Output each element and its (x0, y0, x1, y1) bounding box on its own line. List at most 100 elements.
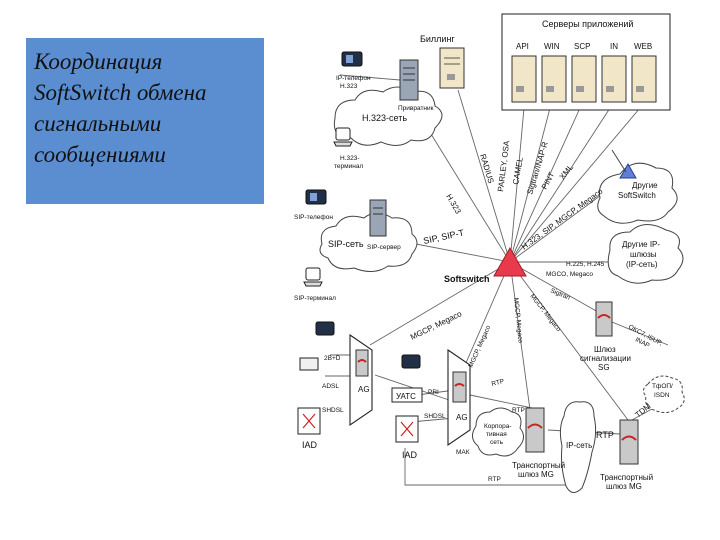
proto-h323: H.323 (444, 193, 463, 216)
iad-icon (297, 407, 321, 435)
server-win: WIN (541, 42, 567, 103)
line-gk (339, 74, 401, 81)
line-mg1 (509, 261, 531, 411)
pstn-isdn: ТфОП/ISDN TDM (634, 375, 685, 420)
line-in (509, 107, 611, 263)
sip-phone-icon (305, 189, 327, 205)
shdsl-label: SHDSL (322, 407, 344, 414)
gatekeeper-label: Привратник (398, 105, 434, 112)
ag-fax-icon (299, 357, 319, 371)
line-web (509, 107, 641, 263)
mak-label: МАК (456, 449, 470, 456)
billing-label: Биллинг (420, 34, 455, 44)
mak-phone-icon (401, 354, 421, 369)
proto-sigtran2: Sigtran (549, 287, 571, 301)
proto-pint: PINT (540, 171, 557, 191)
proto-rtp-2: RTP (512, 407, 525, 414)
line-ag (369, 261, 511, 346)
server-scp-label: SCP (574, 42, 590, 51)
shdsl2-label: SHDSL (424, 413, 446, 420)
server-in-label: IN (610, 42, 618, 51)
ip-network: IP-сеть (559, 401, 597, 493)
proto-sip-sipt: SIP, SIP-T (422, 227, 465, 245)
server-web-label: WEB (634, 42, 652, 51)
softswitch-node: Softswitch (444, 246, 527, 284)
line-rtp4 (404, 448, 580, 486)
line-billing (457, 89, 511, 263)
pri-label: PRI (428, 389, 439, 396)
line-api (509, 107, 525, 263)
billing-server: Биллинг (420, 34, 465, 89)
ip-net-label: IP-сеть (566, 441, 592, 450)
proto-rtp-4: RTP (488, 476, 501, 483)
sip-phone-label: SIP-телефон (294, 214, 333, 221)
slide-title: Координация SoftSwitch обмена сигнальным… (34, 49, 207, 167)
line-sg (509, 261, 599, 313)
line-mg2 (509, 261, 629, 421)
proto-h225: H.225, H.245 (566, 261, 605, 268)
proto-rtp-3: RTP (596, 430, 614, 440)
line-rtp1 (469, 394, 533, 409)
other-ip-gateways-label: Другие IP-шлюзы(IP-сеть) (622, 240, 660, 269)
server-web: WEB (631, 42, 657, 103)
iad2-label: IAD (402, 450, 418, 460)
access-gateway: AG 2B+D ADSL SHDSL IAD (297, 321, 373, 450)
terminal-icon (333, 127, 353, 147)
proto-camel: CAMEL (511, 156, 525, 185)
line-scp (509, 107, 581, 263)
server-scp: SCP (571, 42, 597, 103)
twob-d-label: 2B+D (324, 355, 341, 362)
sip-net-label: SIP-сеть (328, 239, 364, 249)
uats-label: УАТС (396, 392, 416, 401)
iad-label: IAD (302, 440, 318, 450)
server-api: API (511, 42, 537, 103)
app-servers-group: Серверы приложений API WIN SCP IN WEB (501, 13, 671, 111)
connection-lines (325, 74, 669, 486)
server-win-label: WIN (544, 42, 560, 51)
ag2-label: AG (456, 413, 468, 422)
line-win (509, 107, 551, 263)
h323-net-label: H.323-сеть (362, 113, 407, 123)
uats-box (391, 387, 423, 403)
iad2-icon (395, 415, 419, 443)
proto-mgcp-megaco-4: MGCP, Megaco (528, 293, 562, 333)
other-ip-gateways: Другие IP-шлюзы(IP-сеть) (607, 224, 684, 284)
pstn-label: ТфОП/ISDN (652, 383, 673, 399)
server-in: IN (601, 42, 627, 103)
line-other-softswitch (509, 189, 609, 263)
proto-mgco: MGCO, Megaco (546, 271, 593, 278)
ag-phone-icon (315, 321, 335, 336)
proto-oks7: OKC7, ISUP,INAP (623, 324, 663, 355)
title-box: Координация SoftSwitch обмена сигнальным… (26, 38, 264, 204)
sip-terminal-icon (303, 267, 323, 287)
h323-terminal-label: H.323-терминал (334, 155, 363, 170)
sip-server-icon (369, 199, 387, 237)
proto-mgcp-megaco-3: MGCP, Megaco (512, 297, 524, 343)
app-servers-label: Серверы приложений (542, 19, 633, 29)
sip-network: SIP-сеть SIP-телефон SIP-сервер SIP-терм… (294, 189, 418, 302)
server-api-label: API (516, 42, 529, 51)
ag-label: AG (358, 385, 370, 394)
gatekeeper-icon (399, 59, 419, 101)
proto-rtp-1: RTP (491, 378, 505, 388)
proto-parlay: PARLEY, OSA (496, 140, 511, 193)
mak-gateway: AG МАК УАТС PRI SHDSL IAD (391, 348, 471, 460)
sip-terminal-label: SIP-терминал (294, 295, 336, 302)
sip-server-label: SIP-сервер (367, 244, 401, 251)
line-mak (461, 261, 511, 373)
line-sg-pstn (611, 321, 669, 346)
proto-radius: RADIUS (478, 153, 495, 185)
